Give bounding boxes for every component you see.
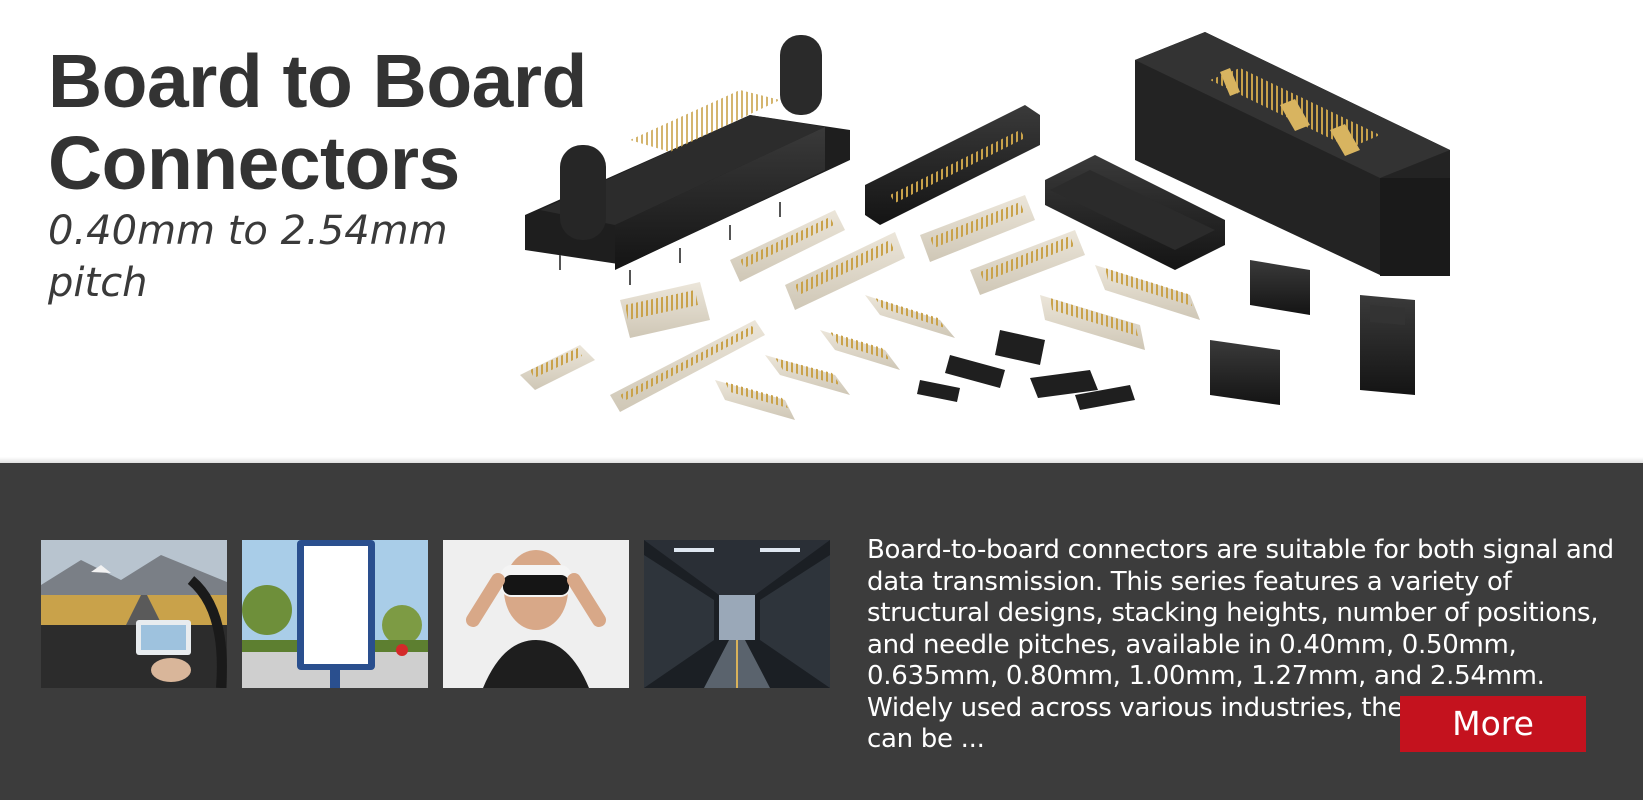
page-title: Board to Board Connectors (48, 40, 587, 204)
application-gallery (41, 540, 831, 688)
hero-banner: Board to Board Connectors 0.40mm to 2.54… (48, 32, 1450, 420)
small-black-connectors (917, 260, 1415, 410)
info-panel: Board-to-board connectors are suitable f… (0, 457, 1643, 800)
server-room-image (644, 540, 830, 688)
vr-headset-image (443, 540, 629, 688)
connector-products-image (520, 32, 1450, 420)
description-text: Board-to-board connectors are suitable f… (867, 535, 1614, 754)
billboard-image (242, 540, 428, 688)
large-header-connector (1135, 32, 1450, 276)
title-line-1: Board to Board (48, 39, 587, 123)
more-button[interactable]: More (1400, 696, 1586, 752)
large-power-connector (525, 35, 850, 285)
title-line-2: Connectors (48, 121, 460, 205)
beige-connectors (520, 195, 1200, 420)
car-dashboard-image (41, 540, 227, 688)
pitch-subtitle: 0.40mm to 2.54mm pitch (48, 208, 448, 306)
